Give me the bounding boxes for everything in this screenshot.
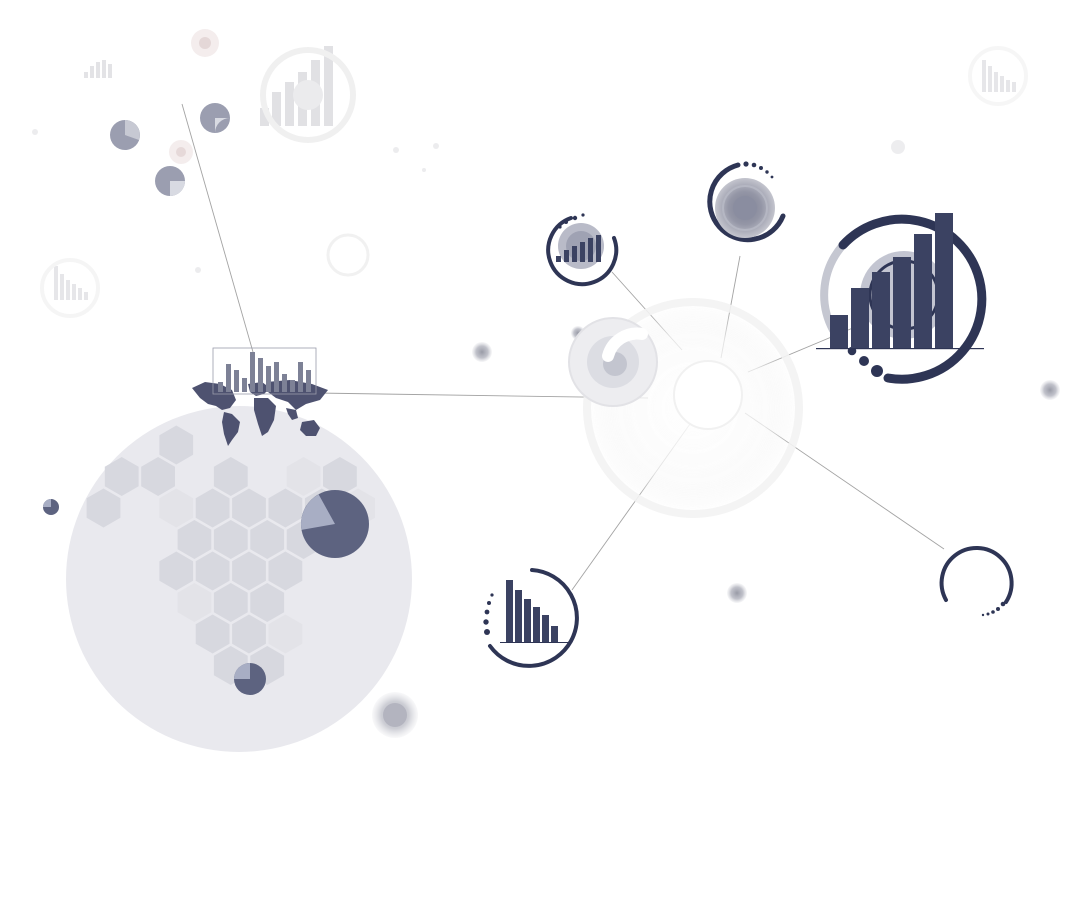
pie-chart-icon <box>200 103 230 133</box>
ring-gauge-icon <box>816 213 987 384</box>
globe-illustration <box>66 406 412 752</box>
hexagon-tile <box>268 614 303 654</box>
hexagon-tile <box>177 520 212 559</box>
bar-chart-icon <box>968 46 1028 106</box>
ring-gauge-icon <box>707 161 786 243</box>
chart-bar <box>266 366 271 392</box>
hexagon-tile <box>232 551 266 591</box>
chart-bar <box>282 374 287 392</box>
hexagon-tile <box>286 457 321 496</box>
chart-bar <box>298 362 303 392</box>
chart-bar <box>306 370 311 392</box>
hexagon-tile <box>177 583 212 622</box>
hexagon-tile <box>268 488 303 528</box>
ring-gauge-icon <box>939 546 1014 617</box>
chart-bar <box>250 352 255 392</box>
hexagon-tile <box>268 551 303 591</box>
pie-chart-icon <box>301 490 369 558</box>
pie-chart-icon <box>155 166 185 196</box>
decorative-dots <box>32 29 1060 738</box>
bar-chart-icon <box>84 60 112 78</box>
bar-chart-icon <box>816 213 984 350</box>
pie-chart-icon <box>43 499 59 515</box>
chart-bar <box>226 364 231 392</box>
hexagon-tile <box>159 551 194 591</box>
chart-bar <box>234 370 239 392</box>
bar-chart-icon <box>500 580 568 643</box>
hexagon-tile <box>232 488 266 528</box>
ring-gauge-icon <box>483 568 579 668</box>
chart-bar <box>290 380 295 392</box>
pie-chart-icon <box>234 663 266 695</box>
chart-bar <box>258 358 263 392</box>
hexagon-tile <box>323 457 357 496</box>
hexagon-tile <box>213 520 248 559</box>
hexagon-pattern <box>86 425 375 685</box>
hexagon-tile <box>195 488 230 528</box>
hexagon-tile <box>159 488 194 528</box>
bar-chart-icon <box>556 235 601 262</box>
hexagon-tile <box>86 488 121 528</box>
target-circle <box>568 317 658 407</box>
hexagon-tile <box>213 583 248 622</box>
hexagon-tile <box>195 614 230 654</box>
chart-bar <box>274 362 279 392</box>
connector-line <box>181 103 254 353</box>
hexagon-tile <box>104 457 139 496</box>
chart-bar <box>242 378 247 392</box>
hexagon-tile <box>141 457 175 496</box>
bar-chart-icon <box>40 258 100 318</box>
hexagon-tile <box>250 583 285 622</box>
hexagon-tile <box>250 520 285 559</box>
pie-chart-icon <box>110 120 140 150</box>
hexagon-tile <box>232 614 266 654</box>
ring-gauge-icon <box>546 213 619 287</box>
bar-chart-icon <box>260 46 356 143</box>
bar-chart-icon <box>212 347 317 395</box>
hexagon-tile <box>159 425 194 465</box>
hexagon-tile <box>195 551 230 591</box>
hexagon-tile <box>213 457 248 496</box>
chart-bar <box>218 382 223 392</box>
